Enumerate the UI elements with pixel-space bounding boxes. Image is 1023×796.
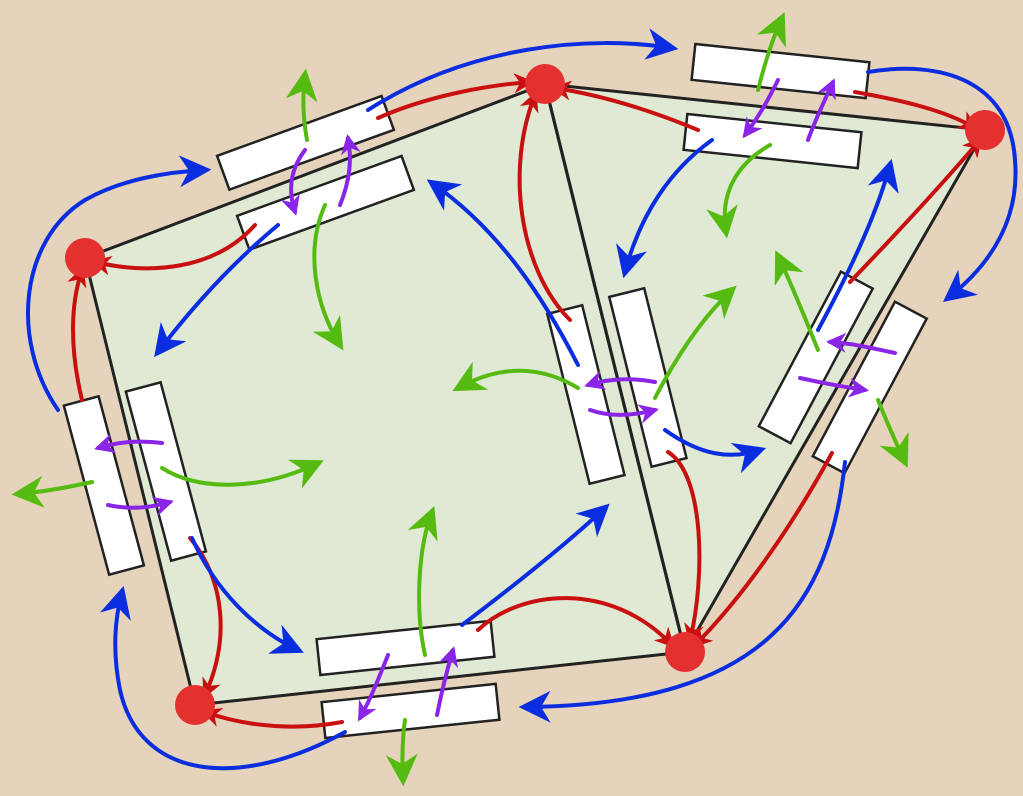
green-arrow: [160, 459, 324, 489]
blue-arrow: [366, 28, 679, 112]
red-arrow: [517, 91, 572, 322]
blue-arrow: [816, 158, 899, 332]
blue-arrow: [663, 428, 767, 474]
vertex-dot-icon: [665, 632, 705, 672]
edge-panels: [62, 42, 929, 740]
blue-arrow: [616, 138, 714, 279]
purple-arrow: [798, 376, 869, 398]
green-arrow: [285, 68, 318, 142]
purple-arrow: [338, 134, 361, 207]
vertex-dot-icon: [965, 110, 1005, 150]
purple-arrow: [280, 148, 307, 216]
purple-arrow: [584, 370, 657, 390]
red-arrow: [666, 450, 704, 644]
green-arrow: [756, 12, 786, 92]
blue-arrow: [426, 179, 580, 367]
red-arrow: [91, 223, 257, 276]
purple-arrow: [742, 78, 780, 139]
green-arrow: [706, 143, 772, 239]
green-arrow: [876, 398, 909, 468]
edge-panel-bottom-lower: [320, 682, 501, 740]
vertices: [65, 64, 1005, 725]
edge-panel-top-right-inner: [682, 112, 863, 170]
green-arrow: [774, 250, 820, 352]
edge-panel-top-left-inner: [235, 154, 416, 252]
shared-edge: [543, 83, 687, 653]
blue-arrows: [25, 28, 1018, 771]
purple-arrow: [358, 653, 390, 722]
red-arrow: [476, 596, 675, 648]
purple-arrow: [435, 646, 458, 717]
green-arrows: [11, 12, 909, 787]
purple-arrow: [106, 497, 174, 517]
blue-arrow: [99, 585, 347, 771]
edge-panel-bottom-upper: [315, 619, 496, 677]
green-arrow: [11, 475, 94, 508]
red-arrows: [67, 73, 983, 729]
red-arrow: [376, 73, 534, 120]
green-arrow: [653, 285, 737, 400]
vertex-dot-icon: [65, 238, 105, 278]
vertex-dot-icon: [525, 64, 565, 104]
red-arrow: [551, 80, 700, 132]
green-arrow: [385, 718, 418, 787]
edge-panel-center-right: [607, 286, 689, 469]
red-arrow: [201, 707, 344, 729]
green-arrow: [312, 203, 344, 351]
blue-arrow: [518, 460, 847, 723]
purple-arrows: [94, 78, 897, 722]
blue-arrow: [866, 66, 1018, 302]
purple-arrow: [588, 404, 659, 424]
red-arrow: [848, 136, 983, 284]
green-arrow: [407, 506, 438, 657]
red-arrow: [67, 266, 87, 402]
green-arrow: [452, 361, 580, 392]
red-arrow: [692, 451, 834, 648]
edge-panel-right-inner: [757, 270, 875, 445]
edge-panel-center-left: [545, 303, 627, 486]
purple-arrow: [806, 78, 836, 142]
vertex-dot-icon: [175, 685, 215, 725]
blue-arrow: [25, 155, 212, 412]
purple-arrow: [826, 332, 897, 355]
red-arrow: [853, 90, 979, 131]
blue-arrow: [154, 223, 280, 358]
purple-arrow: [94, 433, 164, 453]
blue-arrow: [460, 503, 610, 627]
blue-arrow: [190, 536, 304, 654]
